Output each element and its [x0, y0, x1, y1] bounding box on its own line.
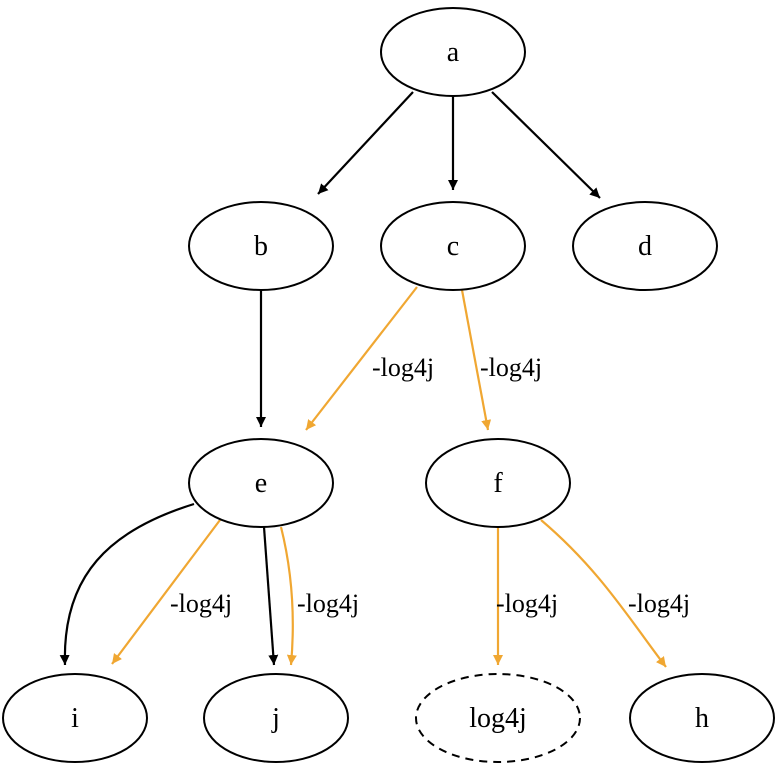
node-b: b — [188, 201, 334, 291]
edge-e-j — [262, 526, 279, 666]
node-label-j: j — [271, 703, 280, 734]
node-f: f — [425, 438, 571, 528]
nodes-layer: a b c d e f i j log4j h — [2, 7, 775, 763]
node-e: e — [188, 438, 334, 528]
edges-layer: -log4j -log4j -log4j -log4j -log4j -log4j — [59, 91, 690, 668]
node-j: j — [203, 673, 349, 763]
node-c: c — [380, 201, 526, 291]
node-shape-log4j — [415, 673, 581, 763]
edge-e-i — [59, 502, 195, 666]
edge-f-h-highlight — [540, 519, 667, 668]
node-shape-e — [188, 438, 334, 528]
node-label-f: f — [493, 468, 503, 499]
node-i: i — [2, 673, 148, 763]
node-label-i: i — [71, 703, 79, 734]
node-label-c: c — [447, 231, 459, 262]
node-shape-f — [425, 438, 571, 528]
node-shape-d — [572, 201, 718, 291]
node-shape-b — [188, 201, 334, 291]
edge-c-f-highlight — [460, 289, 492, 431]
node-shape-i — [2, 673, 148, 763]
node-d: d — [572, 201, 718, 291]
edge-label-f-h: -log4j — [628, 589, 690, 618]
node-label-e: e — [255, 468, 267, 499]
edge-e-i-highlight — [111, 519, 221, 665]
node-label-d: d — [638, 231, 652, 262]
node-log4j: log4j — [415, 673, 581, 763]
node-label-a: a — [447, 37, 460, 68]
node-h: h — [629, 673, 775, 763]
node-shape-c — [380, 201, 526, 291]
edge-label-e-i: -log4j — [170, 589, 232, 618]
node-a: a — [380, 7, 526, 97]
node-label-log4j: log4j — [469, 703, 527, 734]
node-shape-a — [380, 7, 526, 97]
node-label-b: b — [254, 231, 268, 262]
edge-label-c-f: -log4j — [480, 353, 542, 382]
edge-label-f-log4j: -log4j — [496, 589, 558, 618]
edge-label-e-j: -log4j — [297, 589, 359, 618]
edge-a-b — [317, 91, 414, 195]
node-shape-j — [203, 673, 349, 763]
edge-c-e-highlight — [305, 286, 418, 431]
edge-a-d — [491, 91, 601, 199]
edge-e-j-highlight — [279, 526, 297, 666]
node-label-h: h — [695, 703, 709, 734]
node-shape-h — [629, 673, 775, 763]
edge-label-c-e: -log4j — [372, 353, 434, 382]
